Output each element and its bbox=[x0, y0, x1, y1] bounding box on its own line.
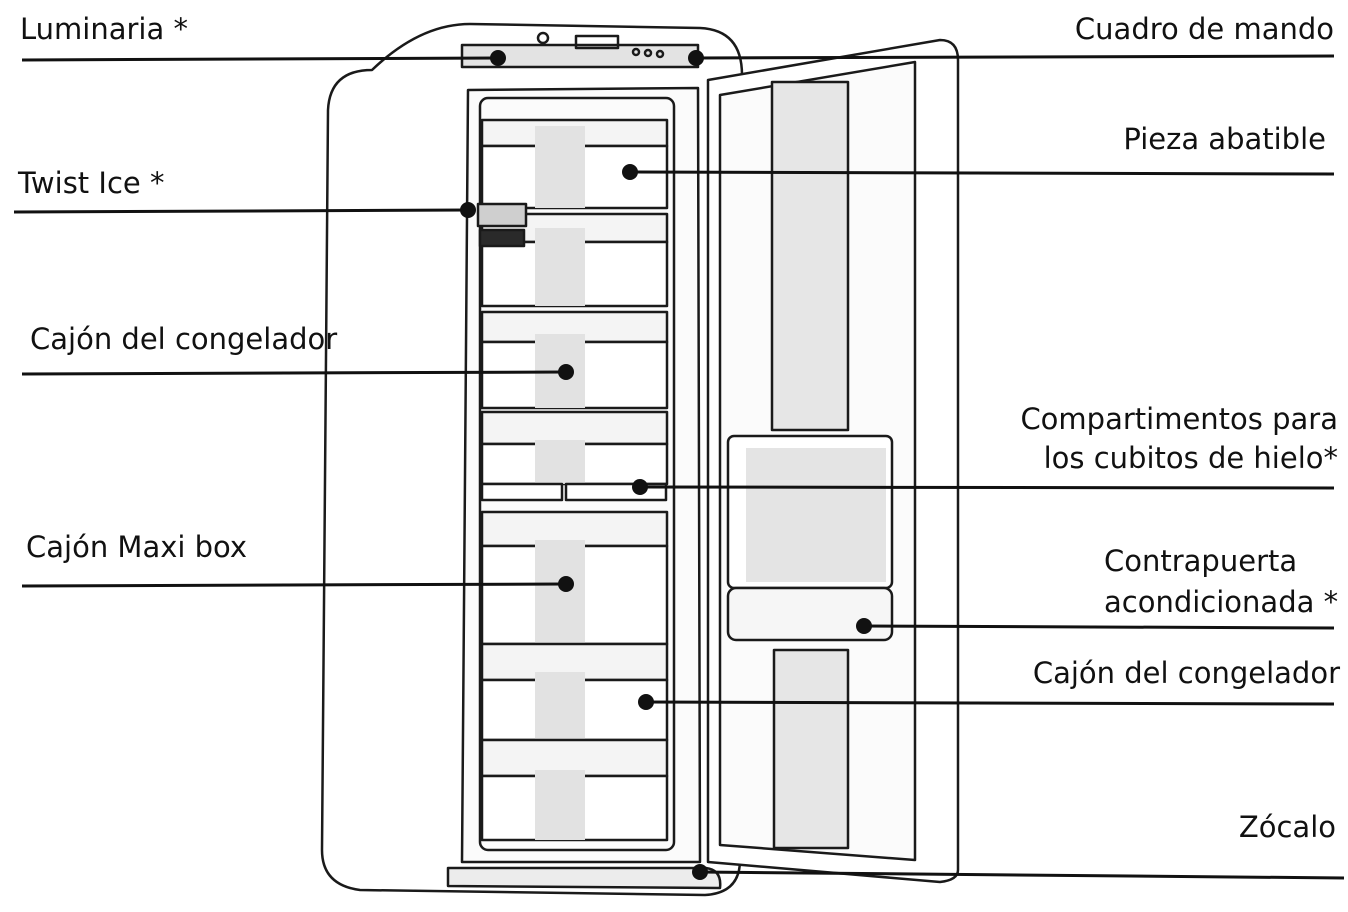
drawer bbox=[480, 642, 669, 742]
leader-luminaria bbox=[21, 56, 499, 62]
label-cajon-congelador-left: Cajón del congelador bbox=[30, 322, 338, 356]
label-luminaria: Luminaria * bbox=[20, 12, 188, 46]
callout-dot bbox=[856, 618, 872, 634]
control-button bbox=[643, 48, 653, 58]
leader-cajon-congelador-left bbox=[21, 370, 567, 376]
drawer bbox=[480, 310, 669, 410]
label-cajon-congelador-right: Cajón del congelador bbox=[1032, 656, 1340, 690]
label-zocalo: Zócalo bbox=[1238, 810, 1336, 844]
label-compartimentos-line2: los cubitos de hielo* bbox=[1043, 441, 1338, 475]
callout-dot bbox=[632, 479, 648, 495]
leader-compartimentos bbox=[639, 485, 1335, 490]
drawer bbox=[480, 212, 669, 308]
callout-dot bbox=[622, 164, 638, 180]
control-button bbox=[631, 47, 641, 57]
leader-cuadro-de-mando bbox=[695, 54, 1335, 60]
leader-cajon-maxi-box bbox=[21, 582, 567, 588]
plinth bbox=[446, 866, 722, 890]
control-knob bbox=[536, 31, 550, 45]
callout-dot bbox=[558, 576, 574, 592]
callout-dot bbox=[638, 694, 654, 710]
label-contrapuerta-line1: Contrapuerta bbox=[1104, 544, 1298, 578]
callout-dot bbox=[688, 50, 704, 66]
label-contrapuerta-line2: acondicionada * bbox=[1104, 585, 1339, 619]
control-button bbox=[655, 49, 665, 59]
callout-dot bbox=[692, 864, 708, 880]
callout-dot bbox=[558, 364, 574, 380]
leader-pieza-abatible bbox=[629, 170, 1335, 176]
label-twist-ice: Twist Ice * bbox=[18, 166, 165, 200]
label-cuadro-de-mando: Cuadro de mando bbox=[1074, 12, 1334, 46]
callout-dot bbox=[490, 50, 506, 66]
label-pieza-abatible: Pieza abatible bbox=[1123, 122, 1326, 156]
drawer bbox=[480, 118, 669, 210]
twist-ice-unit bbox=[476, 202, 528, 248]
leader-twist-ice bbox=[13, 208, 469, 214]
control-display bbox=[574, 34, 620, 50]
door-panel-upper bbox=[770, 80, 850, 432]
drawer bbox=[480, 738, 669, 842]
leader-zocalo bbox=[699, 870, 1345, 880]
label-cajon-maxi-box: Cajón Maxi box bbox=[26, 530, 248, 564]
drawer bbox=[480, 410, 669, 486]
leader-cajon-congelador-right bbox=[645, 700, 1335, 706]
drawer bbox=[480, 510, 669, 646]
door-conditioned-compartment bbox=[726, 434, 894, 642]
leader-contrapuerta bbox=[863, 624, 1335, 630]
label-compartimentos-line1: Compartimentos para bbox=[1020, 402, 1338, 436]
callout-dot bbox=[460, 202, 476, 218]
inner-liner bbox=[478, 96, 676, 852]
door-panel-lower bbox=[772, 648, 850, 850]
